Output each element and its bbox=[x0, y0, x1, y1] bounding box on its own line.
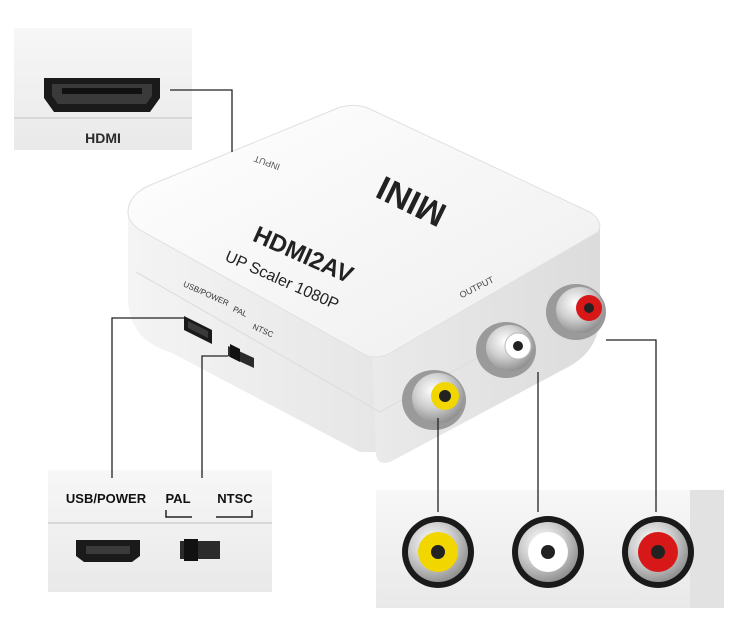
hdmi-port-icon bbox=[44, 78, 160, 112]
hdmi-callout-panel: HDMI bbox=[14, 28, 192, 150]
rca-jack-white-icon bbox=[512, 516, 584, 588]
rca-jack-yellow-icon bbox=[402, 516, 474, 588]
slide-switch-icon bbox=[180, 539, 220, 561]
device-rca-white-jack-icon bbox=[476, 322, 536, 378]
device-slide-switch-icon bbox=[228, 344, 254, 368]
device-mini-usb-port-icon bbox=[184, 316, 212, 344]
callout-leader-lines bbox=[111, 89, 657, 512]
mini-usb-port-icon bbox=[76, 540, 140, 562]
hdmi-callout-label: HDMI bbox=[85, 130, 121, 146]
pal-callout-label: PAL bbox=[165, 491, 190, 506]
ntsc-callout-label: NTSC bbox=[217, 491, 253, 506]
usb-switch-callout-panel: USB/POWER PAL NTSC bbox=[48, 470, 272, 592]
rca-jack-red-icon bbox=[622, 516, 694, 588]
device-rca-yellow-jack-icon bbox=[402, 370, 466, 430]
device-rca-red-jack-icon bbox=[546, 284, 606, 340]
usb-power-callout-label: USB/POWER bbox=[66, 491, 147, 506]
converter-device: INPUT MINI HDMI2AV UP Scaler 1080P OUTPU… bbox=[127, 104, 606, 463]
rca-callout-panel bbox=[376, 490, 724, 608]
